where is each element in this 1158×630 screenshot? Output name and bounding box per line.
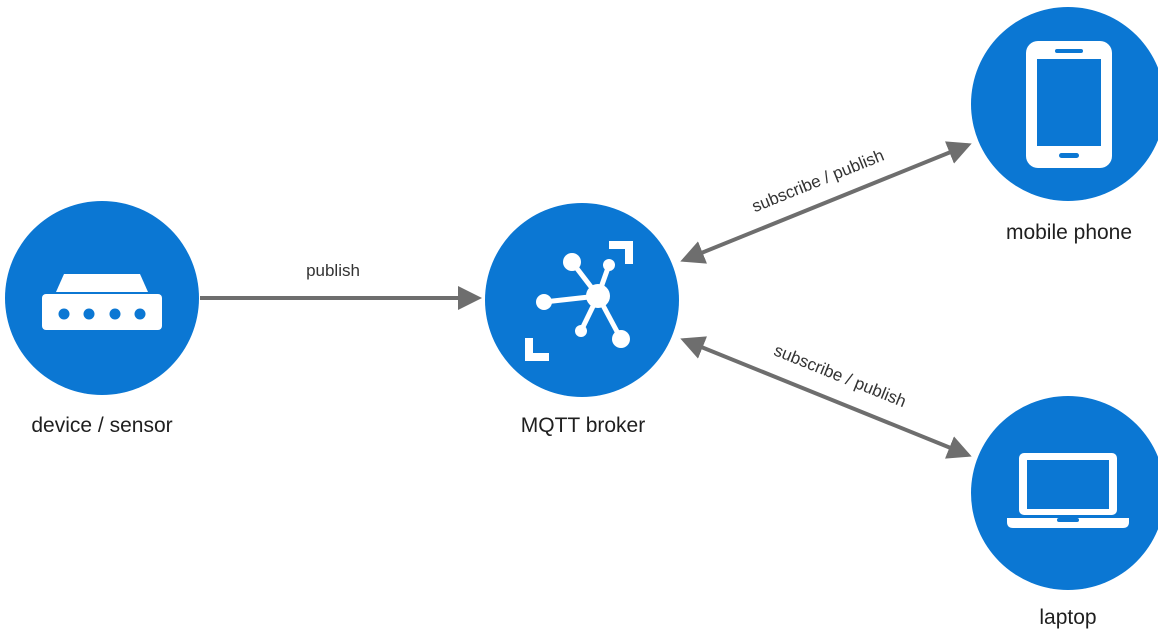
edge-label-subscribe-publish-laptop: subscribe / publish: [771, 341, 909, 411]
edge-broker-laptop: subscribe / publish: [680, 336, 972, 459]
edge-device-to-broker: publish: [200, 261, 482, 310]
node-mobile-phone: mobile phone: [971, 7, 1158, 244]
label-device-sensor: device / sensor: [31, 414, 172, 437]
laptop-icon: [1007, 453, 1129, 528]
mobile-phone-icon: [1026, 41, 1112, 168]
label-mobile-phone: mobile phone: [1006, 221, 1132, 244]
edge-broker-phone: subscribe / publish: [680, 141, 972, 264]
label-laptop: laptop: [1039, 606, 1096, 629]
node-mqtt-broker: MQTT broker: [485, 203, 679, 437]
edge-label-publish: publish: [306, 261, 360, 280]
node-device-sensor: device / sensor: [5, 201, 199, 437]
node-laptop: laptop: [971, 396, 1158, 629]
hub-icon: [525, 241, 633, 361]
router-icon: [42, 274, 162, 330]
label-mqtt-broker: MQTT broker: [521, 414, 645, 437]
